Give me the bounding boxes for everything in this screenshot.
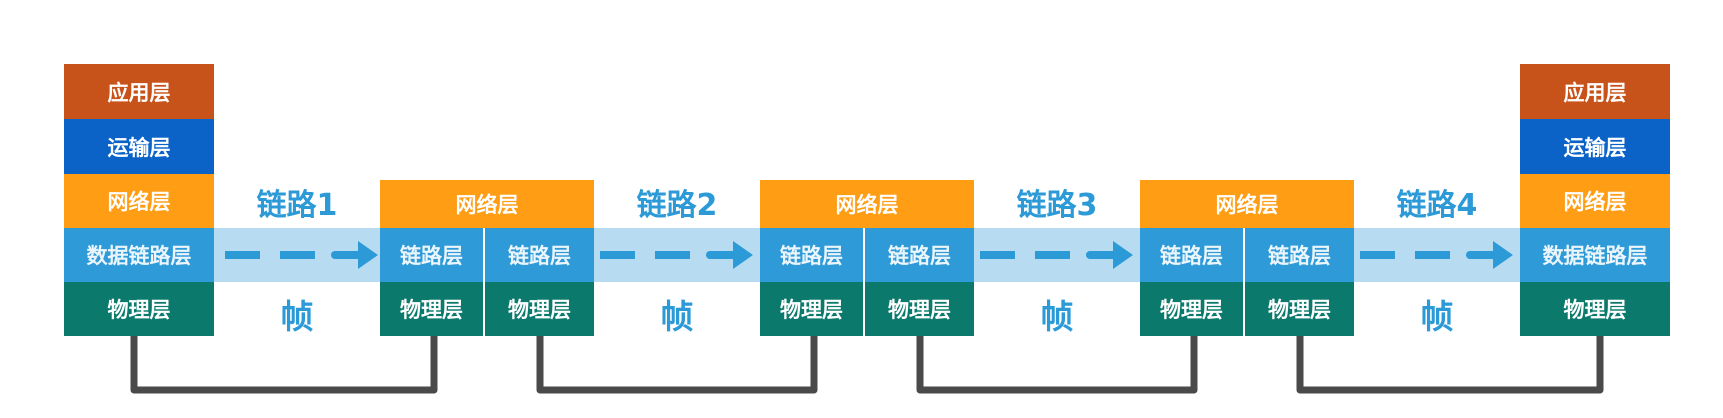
cable-2 <box>536 334 818 394</box>
cable-4 <box>1296 334 1604 394</box>
router-2-physical-layer-left: 物理层 <box>760 282 865 336</box>
arrow-4-head <box>1493 241 1513 269</box>
router-3-network-layer: 网络层 <box>1140 180 1354 228</box>
host-a-physical-layer: 物理层 <box>64 282 214 336</box>
router-3-physical-layer-right: 物理层 <box>1245 282 1354 336</box>
router-2-link-layer-right: 链路层 <box>865 228 974 282</box>
router-2-physical-layer-right: 物理层 <box>865 282 974 336</box>
host-a-network-layer: 网络层 <box>64 174 214 228</box>
router-2-link-layer-left: 链路层 <box>760 228 865 282</box>
router-3-link-layer-left: 链路层 <box>1140 228 1245 282</box>
host-a-data-link-layer: 数据链路层 <box>64 228 214 282</box>
link-label-1: 链路1 <box>256 188 338 223</box>
frame-label-1: 帧 <box>280 297 314 336</box>
router-1-link-layer-right: 链路层 <box>485 228 594 282</box>
frame-label-2: 帧 <box>660 297 694 336</box>
arrow-3-head <box>1113 241 1133 269</box>
host-b-application-layer: 应用层 <box>1520 64 1670 119</box>
host-b-physical-layer: 物理层 <box>1520 282 1670 336</box>
link-label-2: 链路2 <box>636 188 718 223</box>
frame-label-4: 帧 <box>1420 297 1454 336</box>
host-b-network-layer: 网络层 <box>1520 174 1670 228</box>
router-1-physical-layer-left: 物理层 <box>380 282 485 336</box>
router-3-physical-layer-left: 物理层 <box>1140 282 1245 336</box>
link-label-4: 链路4 <box>1396 188 1478 223</box>
router-1-network-layer: 网络层 <box>380 180 594 228</box>
arrow-2-head <box>733 241 753 269</box>
host-b-data-link-layer: 数据链路层 <box>1520 228 1670 282</box>
router-2-network-layer: 网络层 <box>760 180 974 228</box>
host-b-transport-layer: 运输层 <box>1520 119 1670 174</box>
frame-label-3: 帧 <box>1040 297 1074 336</box>
host-a-transport-layer: 运输层 <box>64 119 214 174</box>
cable-3 <box>916 334 1198 394</box>
router-3-link-layer-right: 链路层 <box>1245 228 1354 282</box>
router-1-physical-layer-right: 物理层 <box>485 282 594 336</box>
link-label-3: 链路3 <box>1016 188 1098 223</box>
arrow-1-head <box>358 241 378 269</box>
router-1-link-layer-left: 链路层 <box>380 228 485 282</box>
host-a-application-layer: 应用层 <box>64 64 214 119</box>
cable-1 <box>130 334 438 394</box>
